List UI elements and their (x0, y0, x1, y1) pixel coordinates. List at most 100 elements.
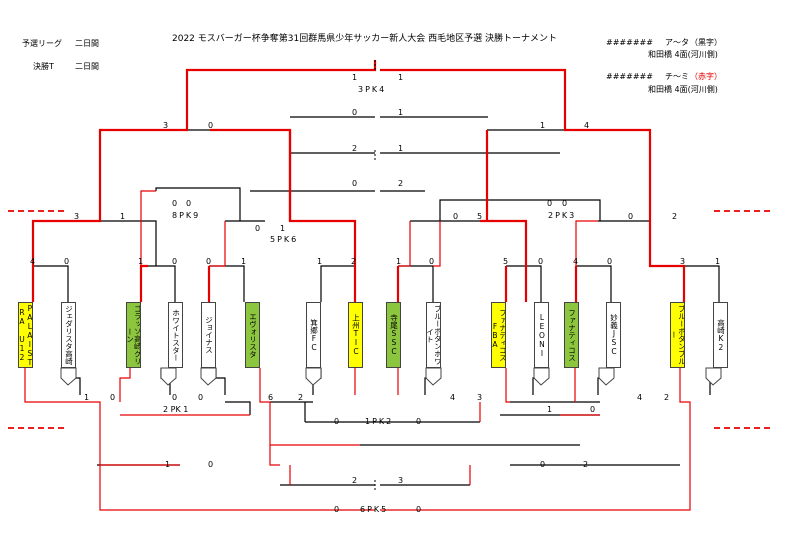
team-box: エヴォリスタ (245, 302, 260, 368)
legend-paren-2: （赤字） (690, 72, 722, 81)
schedule-label-2: 決勝T (33, 62, 54, 71)
score-label: 0 (416, 505, 422, 514)
team-box: ゴラッソ高崎グリーン (126, 302, 141, 368)
team-box: LEONI (534, 302, 549, 368)
page-title: 2022 モスバーガー杯争奪第31回群馬県少年サッカー新人大会 西毛地区予選 決… (172, 34, 557, 44)
legend-label-2: チ～ミ (665, 72, 689, 81)
schedule-value-2: 二日間 (75, 62, 99, 71)
team-box: 寺尾SSC (386, 302, 401, 368)
score-label: 6 (268, 393, 274, 402)
pk-label: 8PK9 (172, 211, 201, 220)
legend-venue-2: 和田橋 4面(河川側) (648, 85, 718, 94)
score-label: 2 (672, 212, 678, 221)
team-box: ジョイナス (201, 302, 216, 368)
score-label: 0 (208, 121, 214, 130)
score-label: 2 (398, 179, 404, 188)
score-label: 3 (477, 393, 483, 402)
score-label: 1 (165, 460, 171, 469)
score-label: 0 (590, 405, 596, 414)
score-label: 2 (664, 393, 670, 402)
team-box: 妙義JSC (606, 302, 621, 368)
score-label: 0 (453, 212, 459, 221)
score-label: 0 (64, 257, 70, 266)
pk-label: 2PK3 (548, 211, 577, 220)
score-label: 0 (110, 393, 116, 402)
score-label: 1 (540, 121, 546, 130)
team-box: ファナティコスFBA (491, 302, 506, 368)
score-label: 0 (416, 417, 422, 426)
score-label: 2 (352, 476, 358, 485)
score-label: 0 (172, 257, 178, 266)
score-label: 0 (538, 257, 544, 266)
score-label: 0 (208, 460, 214, 469)
score-label: 0 (628, 212, 634, 221)
score-label: 2 (351, 257, 357, 266)
legend-code-1: ####### (606, 38, 653, 47)
score-label: 1 (398, 73, 404, 82)
score-label: 1 (241, 257, 247, 266)
pk-label: 5PK6 (270, 235, 299, 244)
score-label: 0 (352, 108, 358, 117)
score-label: 1 (280, 224, 286, 233)
score-label: 5 (503, 257, 509, 266)
score-label: 0 (172, 393, 178, 402)
score-label: 0 (186, 199, 192, 208)
score-label: 1 (398, 144, 404, 153)
score-label: 4 (573, 257, 579, 266)
score-label: 2 (583, 460, 589, 469)
legend-venue-1: 和田橋 4面(河川側) (648, 50, 718, 59)
team-box: ファナティコス (564, 302, 579, 368)
team-box: ジェダリスタ高崎 (61, 302, 76, 368)
score-label: 1 (120, 212, 126, 221)
pk-label: 2 PK 1 (163, 405, 189, 414)
score-label: 1 (715, 257, 721, 266)
score-label: 0 (334, 505, 340, 514)
pk-label: 1PK2 (365, 417, 394, 426)
pk-label: 3PK4 (358, 85, 387, 94)
team-box: ブルーボタンブルー (670, 302, 685, 368)
team-box: 上州TIC (348, 302, 363, 368)
team-box: ホワイトスター (168, 302, 183, 368)
team-box: ブルーボタンホワイト (426, 302, 441, 368)
score-label: 0 (255, 224, 261, 233)
score-label: 4 (450, 393, 456, 402)
score-label: 1 (396, 257, 402, 266)
score-label: 0 (198, 393, 204, 402)
score-label: 3 (163, 121, 169, 130)
legend-paren-1: （黒字） (690, 38, 722, 47)
score-label: 3 (680, 257, 686, 266)
schedule-label-1: 予選リーグ (22, 39, 62, 48)
score-label: 3 (398, 476, 404, 485)
score-label: 2 (298, 393, 304, 402)
score-label: 0 (547, 199, 553, 208)
score-label: 1 (84, 393, 90, 402)
score-label: 2 (352, 144, 358, 153)
team-box: PALAIST RA U12 (18, 302, 33, 368)
score-label: 3 (74, 212, 80, 221)
score-label: 4 (637, 393, 643, 402)
score-label: 1 (547, 405, 553, 414)
score-label: 0 (334, 417, 340, 426)
score-label: 1 (352, 73, 358, 82)
score-label: 0 (429, 257, 435, 266)
score-label: 5 (477, 212, 483, 221)
score-label: 0 (206, 257, 212, 266)
bracket-black-lines (33, 69, 720, 486)
score-label: 0 (352, 179, 358, 188)
score-label: 0 (562, 199, 568, 208)
score-label: 0 (607, 257, 613, 266)
legend-code-2: ####### (606, 72, 653, 81)
legend-label-1: ア～タ (665, 38, 689, 47)
bracket-red-thin-lines (24, 190, 691, 511)
schedule-value-1: 二日間 (75, 39, 99, 48)
score-label: 1 (398, 108, 404, 117)
pk-label: 6PK5 (360, 505, 389, 514)
score-label: 4 (584, 121, 590, 130)
score-label: 0 (172, 199, 178, 208)
score-label: 4 (30, 257, 36, 266)
score-label: 1 (138, 257, 144, 266)
score-label: 0 (540, 460, 546, 469)
score-label: 1 (317, 257, 323, 266)
